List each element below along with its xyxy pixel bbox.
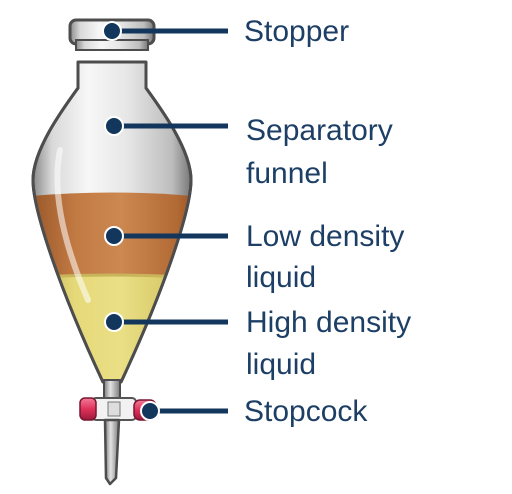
separatory-funnel bbox=[31, 18, 193, 486]
stopper-label: Stopper bbox=[244, 15, 349, 48]
annotation-labels: Stopper Separatory funnel Low density li… bbox=[244, 15, 411, 428]
high-density-liquid-label-line-1: High density bbox=[246, 306, 411, 339]
high-density-liquid-label-line-2: liquid bbox=[246, 348, 316, 381]
separatory-funnel-marker-dot bbox=[104, 116, 124, 136]
stopcock-label: Stopcock bbox=[244, 395, 368, 428]
stopcock-cap-left bbox=[79, 397, 97, 421]
stopcock-marker-dot bbox=[140, 401, 160, 421]
funnel-drain-stem bbox=[103, 418, 121, 486]
stopper-marker-dot bbox=[102, 21, 122, 41]
high-density-liquid-marker-dot bbox=[104, 312, 124, 332]
annotation-leaders bbox=[102, 21, 228, 421]
separatory-funnel-label-line-1: Separatory bbox=[246, 114, 393, 147]
low-density-liquid-label-line-1: Low density bbox=[246, 220, 404, 253]
separatory-funnel-label-line-2: funnel bbox=[246, 157, 328, 190]
low-density-liquid-label-line-2: liquid bbox=[246, 261, 316, 294]
low-density-liquid-marker-dot bbox=[104, 226, 124, 246]
